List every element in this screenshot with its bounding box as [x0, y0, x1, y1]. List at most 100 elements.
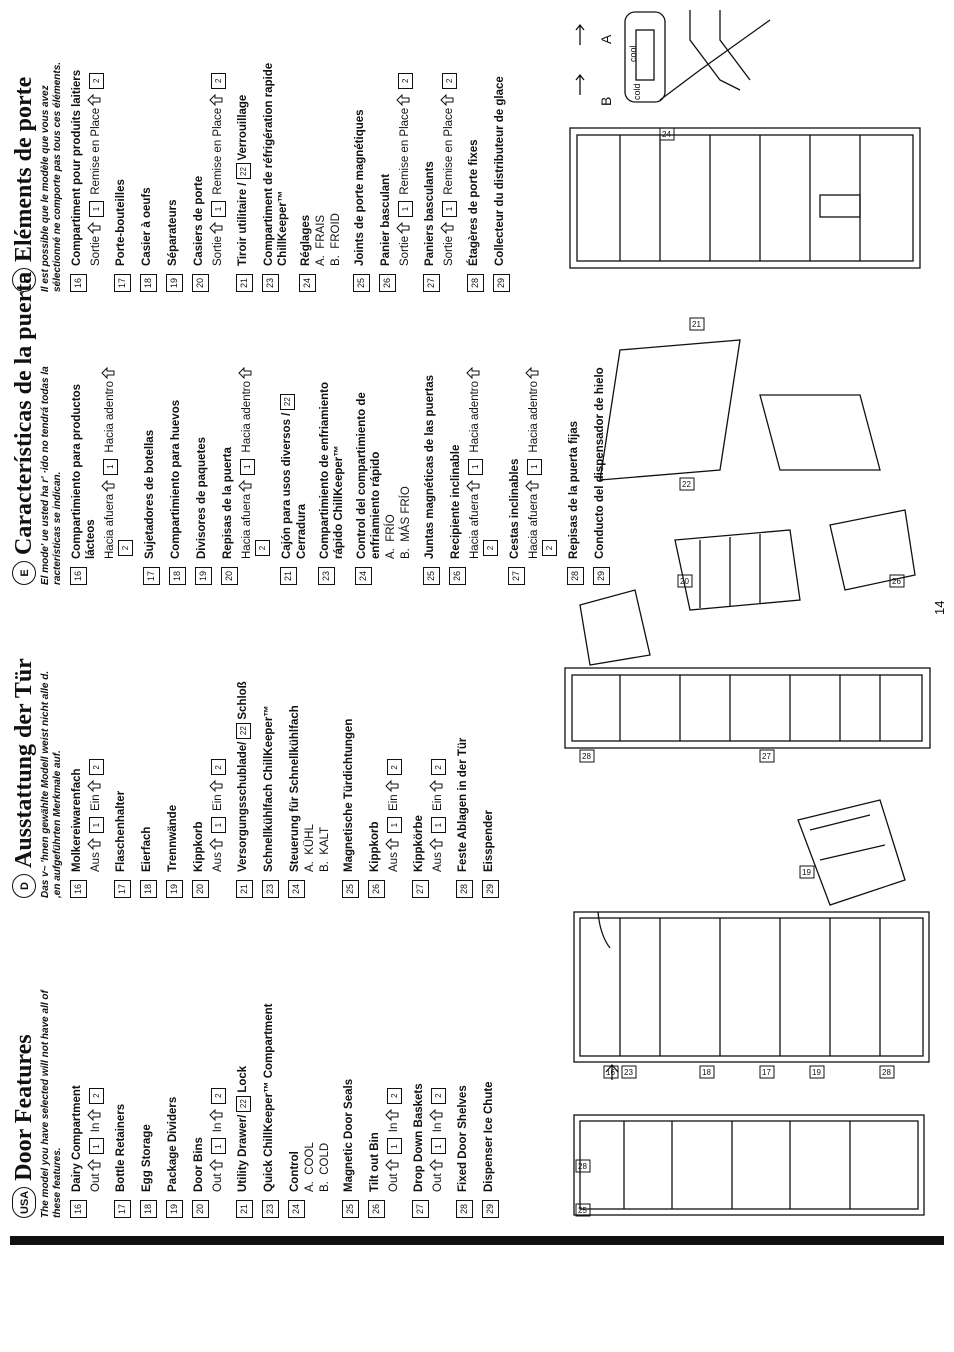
callout-16: 16 [603, 1065, 619, 1079]
out-in-row: Sortie1 Remise en Place2 [438, 70, 457, 266]
svg-text:28: 28 [582, 752, 591, 761]
out-in-row: Out1 In2 [383, 1085, 402, 1192]
svg-text:17: 17 [762, 1068, 771, 1077]
out-in-row: Out1 In2 [85, 1085, 104, 1192]
out-in-row: Aus1 Ein2 [207, 756, 226, 872]
svg-text:19: 19 [812, 1068, 821, 1077]
door-illustration-fr [569, 127, 921, 269]
svg-text:19: 19 [802, 868, 811, 877]
label-cold: cold [632, 83, 642, 100]
svg-text:23: 23 [624, 1068, 633, 1077]
in-arrow-icon [466, 366, 480, 380]
control-slider-illustration [575, 10, 771, 103]
in-arrow-icon [429, 780, 443, 793]
out-in-row: Sortie1 Remise en Place2 [85, 70, 104, 266]
in-arrow-icon [87, 1108, 101, 1121]
out-in-row: Hacia afuera1 Hacia adentro2 [236, 353, 270, 559]
out-arrow-icon [238, 479, 252, 492]
svg-text:20: 20 [680, 577, 689, 586]
svg-text:27: 27 [762, 752, 771, 761]
out-in-row: Out1 In2 [427, 1083, 446, 1192]
out-arrow-icon [209, 221, 223, 235]
svg-text:26: 26 [892, 577, 901, 586]
callout-21: 21 [689, 317, 705, 331]
out-in-row: Aus1 Ein2 [85, 756, 104, 872]
callout-20: 20 [677, 574, 693, 588]
out-arrow-icon [429, 1159, 443, 1172]
callout-25-left: 25 [575, 1203, 591, 1217]
out-in-row: Sortie1 Remise en Place2 [207, 70, 226, 266]
out-in-row: Hacia afuera1 Hacia adentro2 [523, 353, 557, 559]
svg-text:25: 25 [578, 1206, 587, 1215]
svg-text:21: 21 [692, 320, 701, 329]
out-arrow-icon [429, 837, 443, 851]
callout-17: 17 [759, 1065, 775, 1079]
svg-text:22: 22 [682, 480, 691, 489]
out-arrow-icon [385, 1159, 399, 1172]
out-arrow-icon [209, 837, 223, 851]
callout-27: 27 [759, 749, 775, 763]
in-arrow-icon [396, 93, 410, 107]
in-arrow-icon [101, 366, 115, 380]
in-arrow-icon [209, 780, 223, 793]
label-b: B [598, 97, 614, 106]
in-arrow-icon [440, 93, 454, 107]
out-arrow-icon [87, 221, 101, 235]
bins-with-arrows [579, 339, 916, 666]
door-illustration-usa-left [573, 1114, 925, 1216]
bottom-rule [10, 1236, 944, 1245]
in-arrow-icon [429, 1108, 443, 1121]
svg-text:18: 18 [702, 1068, 711, 1077]
label-cool: cool [628, 45, 638, 62]
callout-18: 18 [699, 1065, 715, 1079]
out-in-row: Hacia afuera1 Hacia adentro2 [464, 353, 498, 559]
callout-28-a: 28 [575, 1159, 591, 1173]
out-arrow-icon [385, 837, 399, 851]
out-in-row: Hacia afuera1 Hacia adentro2 [99, 353, 133, 559]
in-arrow-icon [209, 1108, 223, 1121]
out-arrow-icon [466, 479, 480, 492]
svg-text:24: 24 [662, 130, 671, 139]
out-arrow-icon [440, 221, 454, 235]
callout-19: 19 [809, 1065, 825, 1079]
in-arrow-icon [87, 93, 101, 107]
out-in-row: Sortie1 Remise en Place2 [394, 70, 413, 266]
label-a: A [598, 34, 614, 44]
out-in-row: Aus1 Ein2 [427, 756, 446, 872]
in-arrow-icon [385, 780, 399, 793]
callout-28-b: 28 [879, 1065, 895, 1079]
out-arrow-icon [87, 1159, 101, 1172]
in-arrow-icon [87, 780, 101, 793]
out-arrow-icon [525, 479, 539, 492]
out-in-row: Out1 In2 [207, 1085, 226, 1192]
callout-19-b: 19 [799, 865, 815, 879]
bin-illustration [797, 799, 906, 906]
out-arrow-icon [396, 221, 410, 235]
in-arrow-icon [385, 1108, 399, 1121]
out-arrow-icon [101, 479, 115, 492]
callout-23: 23 [621, 1065, 637, 1079]
svg-text:28: 28 [882, 1068, 891, 1077]
out-in-row: Aus1 Ein2 [383, 756, 402, 872]
in-arrow-icon [525, 366, 539, 380]
callout-24: 24 [659, 127, 675, 141]
svg-text:16: 16 [606, 1068, 615, 1077]
callout-26: 26 [889, 574, 905, 588]
